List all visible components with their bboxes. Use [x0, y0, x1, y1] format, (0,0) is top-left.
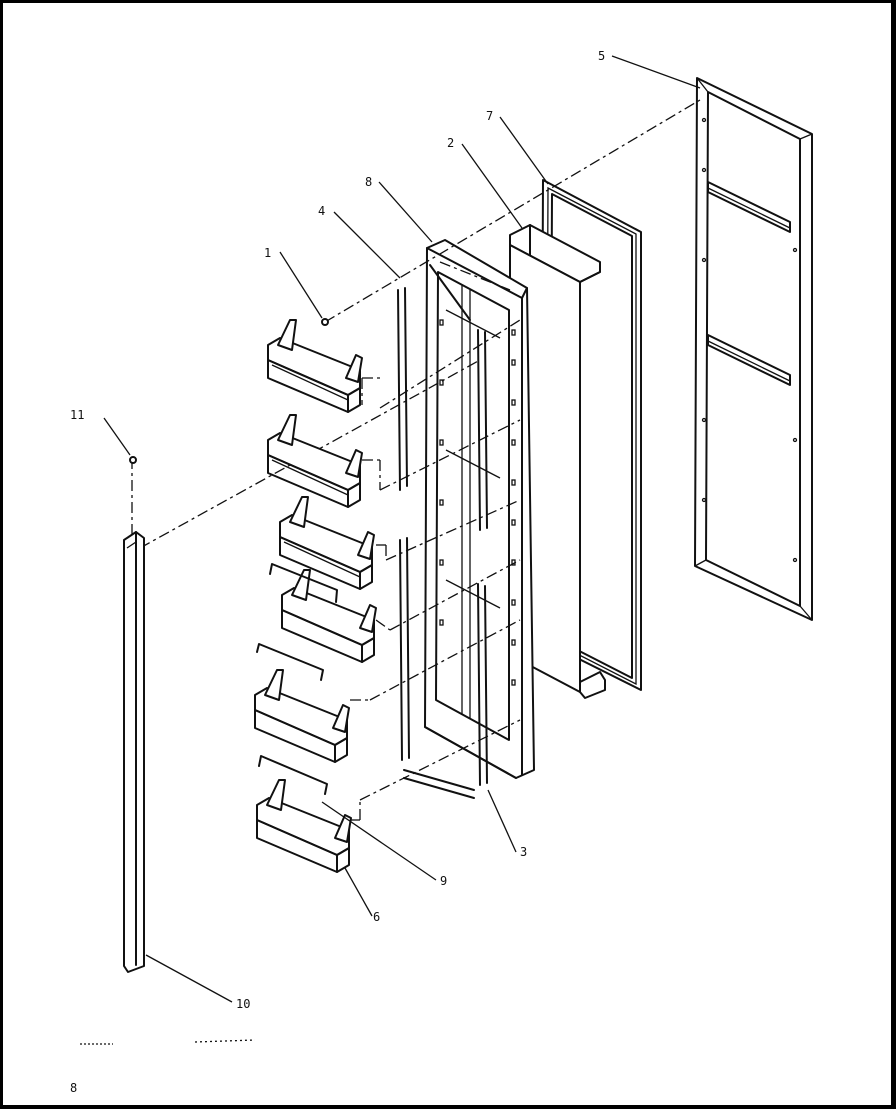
callout-7: 7	[486, 109, 493, 123]
callout-2: 2	[447, 136, 454, 150]
callout-6: 6	[373, 910, 380, 924]
screws	[126, 318, 329, 549]
shelf-retainer-rods	[397, 264, 488, 799]
alignment-lines	[131, 99, 701, 821]
callout-5: 5	[598, 49, 605, 63]
door-bin-2	[267, 414, 363, 508]
callout-4: 4	[318, 204, 325, 218]
outer-door-panel	[694, 77, 813, 621]
door-trim-strip	[123, 531, 145, 973]
door-bin-5	[254, 643, 350, 763]
callout-10: 10	[236, 997, 250, 1011]
scan-marks	[80, 1039, 256, 1045]
leader-lines	[103, 55, 701, 1003]
door-bin-6	[256, 755, 352, 873]
callout-1: 1	[264, 246, 271, 260]
door-bin-4	[269, 563, 377, 663]
callout-8: 8	[365, 175, 372, 189]
page-number: 8	[70, 1081, 77, 1095]
door-bin-3	[279, 496, 375, 590]
callout-3: 3	[520, 845, 527, 859]
callout-9: 9	[440, 874, 447, 888]
door-bins	[254, 319, 377, 873]
callout-labels: 1 2 3 4 5 6 7 8 9 10 11	[70, 49, 605, 1011]
callout-11: 11	[70, 408, 84, 422]
door-bin-1	[267, 319, 363, 413]
